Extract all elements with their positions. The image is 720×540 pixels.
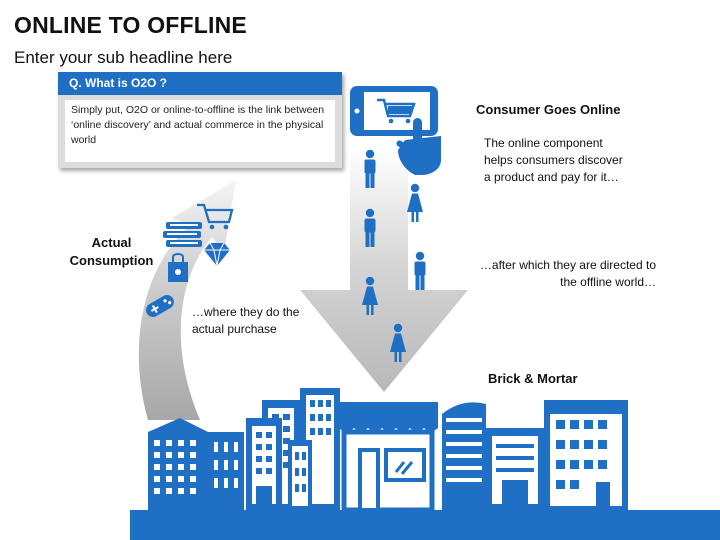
diamond-icon — [204, 242, 230, 267]
slide-subtitle: Enter your sub headline here — [14, 48, 233, 67]
question-heading: Q. What is O2O ? — [58, 72, 342, 95]
actual-consumption-label: Actual Consumption — [69, 235, 154, 268]
shopping-bag-icon — [168, 253, 188, 282]
office-building-icon — [544, 400, 628, 510]
tower-building-icon — [246, 418, 282, 510]
brick-mortar-label: Brick & Mortar — [488, 371, 578, 386]
small-building-icon — [208, 432, 244, 512]
directed-offline-text: …after which they are directed to the of… — [479, 258, 656, 289]
smartphone-cart-icon — [350, 86, 438, 136]
down-arrow — [300, 148, 468, 392]
tower-building-icon — [288, 388, 340, 510]
pointing-hand-icon — [396, 118, 441, 175]
person-icon — [414, 251, 426, 290]
office-building-icon — [148, 418, 208, 512]
question-body: Simply put, O2O or online-to-offline is … — [65, 100, 335, 162]
where-purchase-text: …where they do the actual purchase — [192, 305, 300, 336]
consumer-goes-online-label: Consumer Goes Online — [476, 102, 621, 117]
question-box: Q. What is O2O ? Simply put, O2O or onli… — [58, 72, 342, 168]
up-arrow — [138, 180, 236, 420]
city-buildings-icon — [130, 388, 720, 540]
shopping-cart-icon — [197, 203, 234, 230]
gamepad-icon — [146, 295, 174, 317]
office-building-icon — [486, 428, 544, 510]
storefront-icon — [338, 402, 438, 513]
slide-title: ONLINE TO OFFLINE — [14, 12, 247, 38]
books-icon — [163, 222, 202, 247]
office-building-icon — [442, 402, 486, 510]
online-component-text: The online component helps consumers dis… — [484, 136, 623, 184]
person-icon — [407, 183, 423, 222]
